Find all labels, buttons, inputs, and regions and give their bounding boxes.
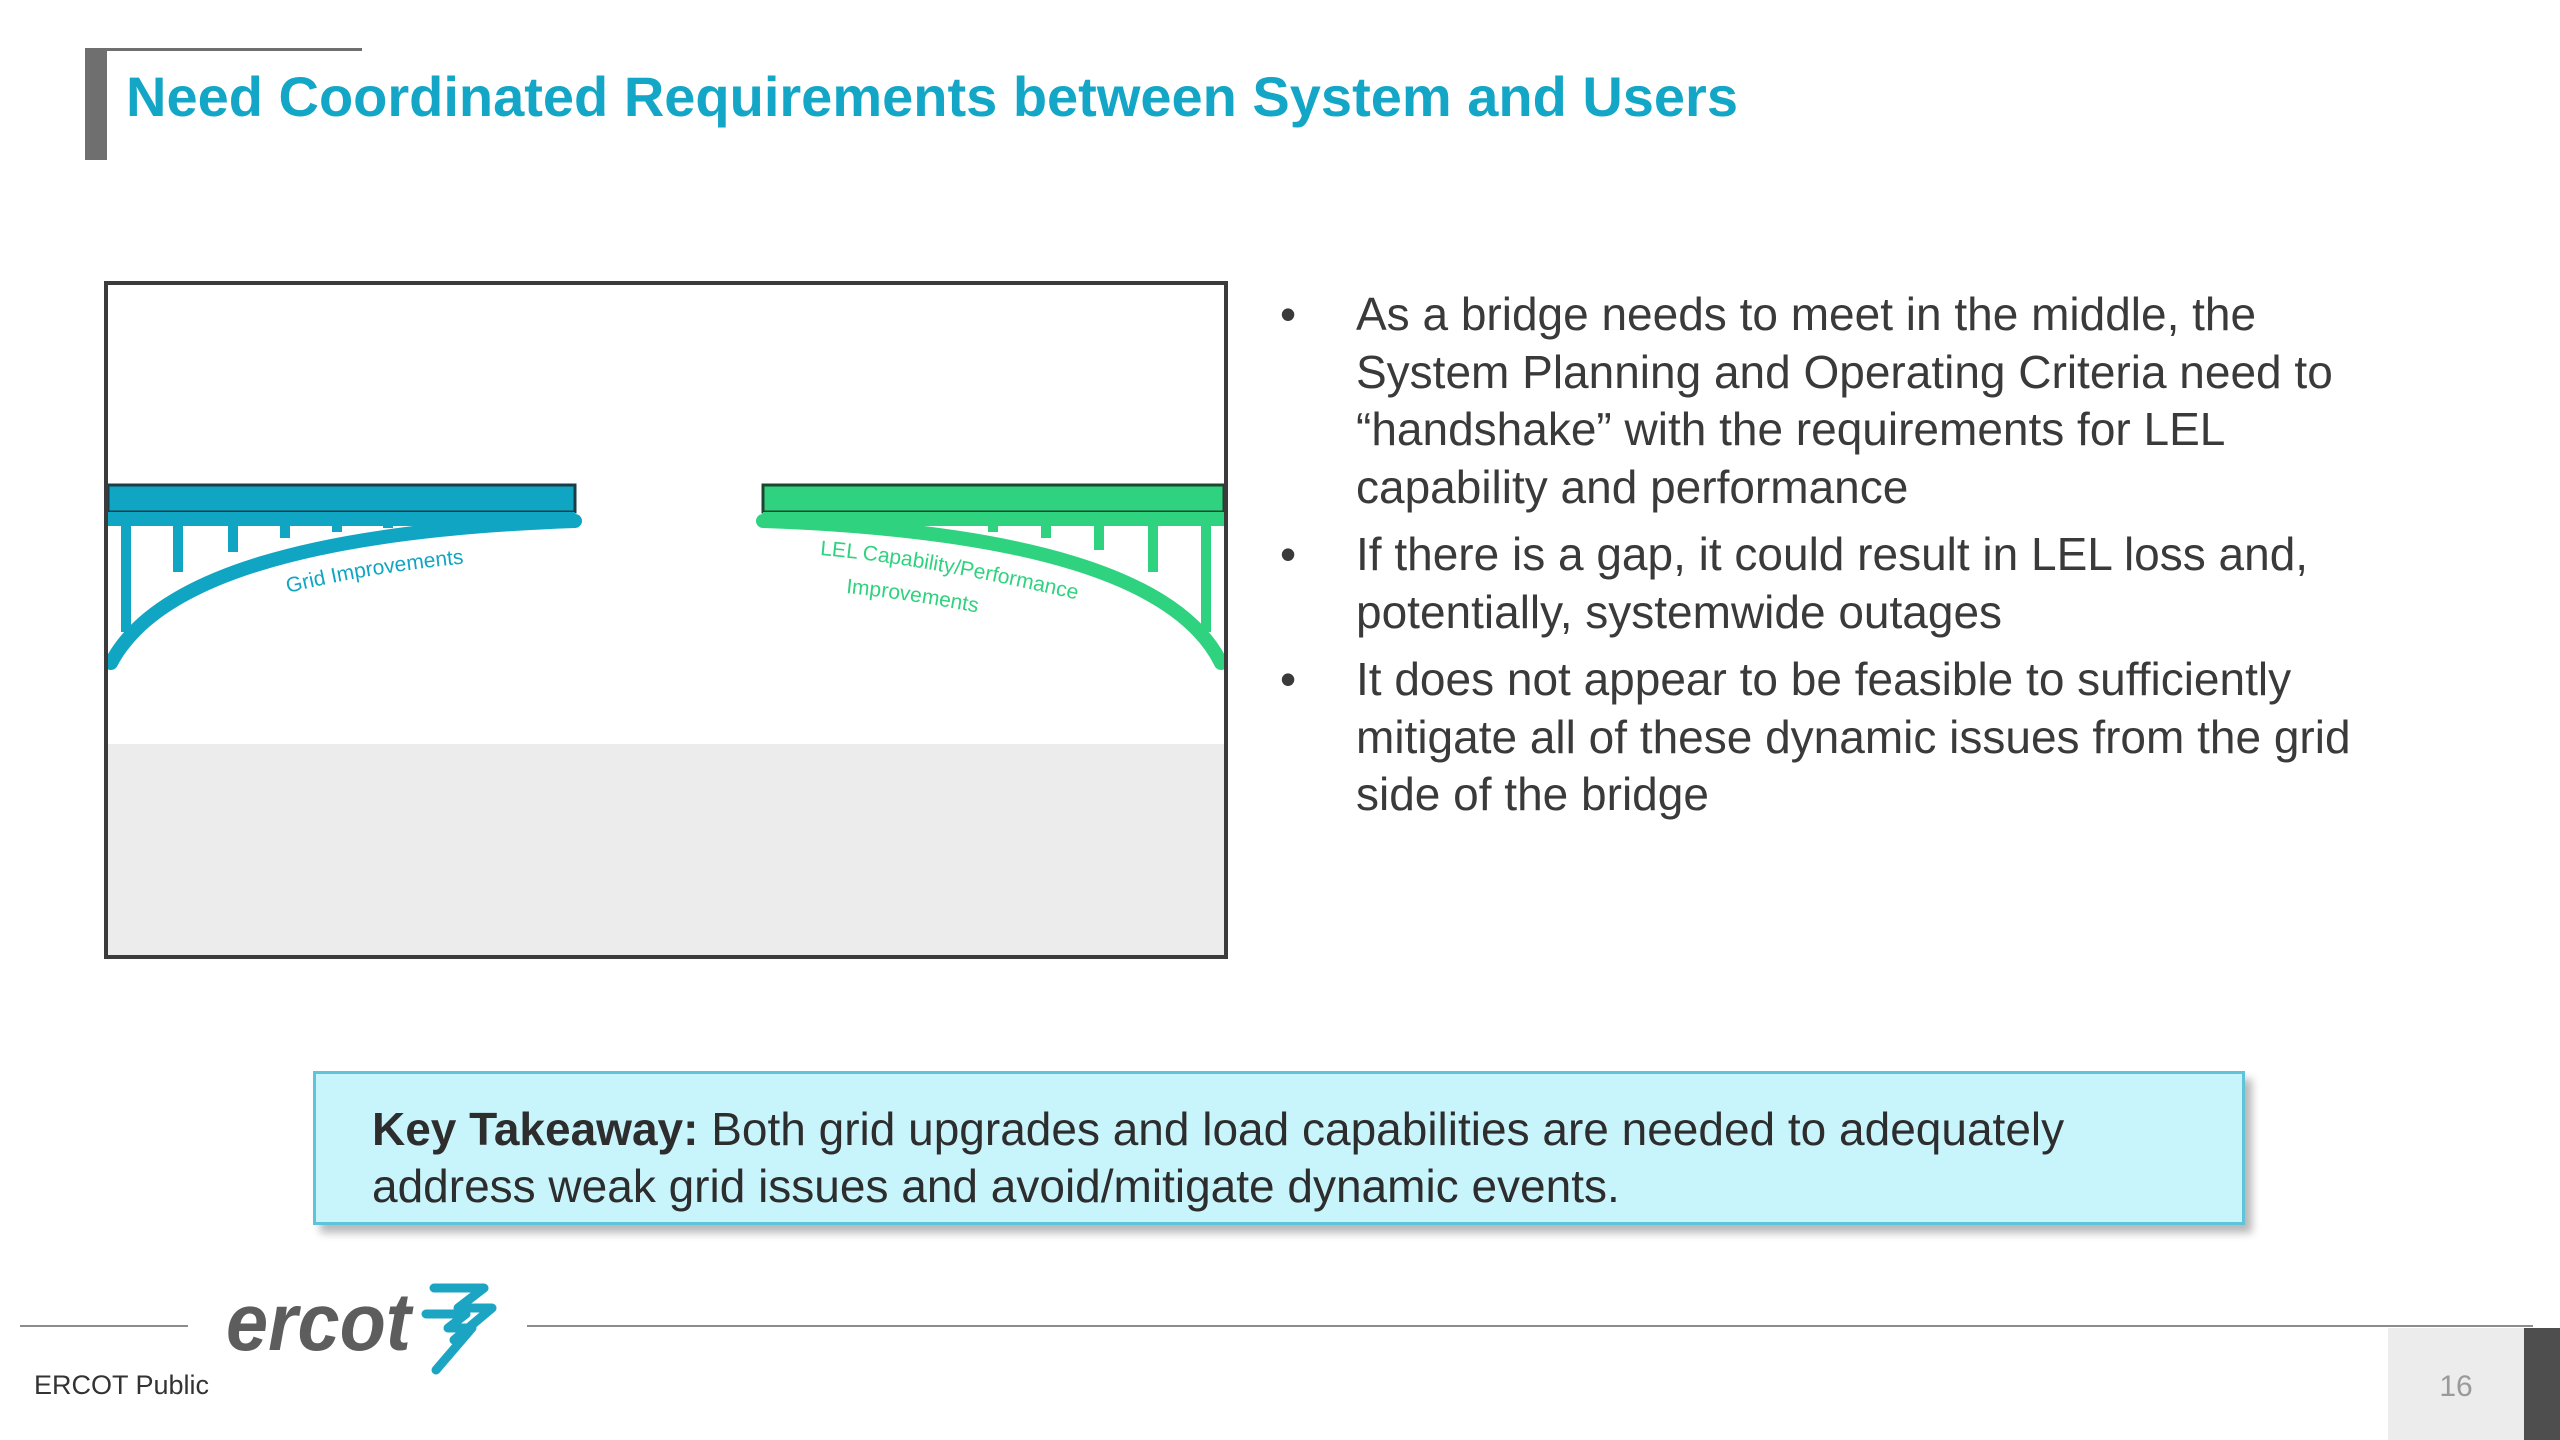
right-bridge-pillar [1148, 512, 1158, 572]
key-takeaway-label: Key Takeaway: [372, 1103, 699, 1155]
bridge-illustration: Grid Improvements LEL Capability/Perform… [108, 483, 1224, 955]
left-bridge-pillar [332, 512, 342, 532]
right-bridge-pillar [1201, 512, 1211, 632]
bullet-list: • As a bridge needs to meet in the middl… [1280, 286, 2370, 834]
title-accent-bar [85, 48, 107, 160]
bullet-text: As a bridge needs to meet in the middle,… [1356, 288, 2333, 513]
left-bridge-pillar [173, 512, 183, 572]
left-bridge-pillar [280, 512, 290, 538]
left-bridge-pillar [228, 512, 238, 552]
bullet-item: • If there is a gap, it could result in … [1280, 526, 2370, 641]
left-bridge-arch [108, 514, 582, 670]
right-bridge-pillar [1041, 512, 1051, 538]
bullet-item: • It does not appear to be feasible to s… [1280, 651, 2370, 824]
lightning-bolt-icon [421, 1283, 497, 1375]
classification-label: ERCOT Public [34, 1370, 210, 1400]
key-takeaway-box: Key Takeaway: Both grid upgrades and loa… [313, 1071, 2245, 1225]
key-takeaway-text: Both grid upgrades and load capabilities… [372, 1103, 2065, 1212]
right-bridge-label-line2: Improvements [845, 575, 980, 617]
footer-divider-right [527, 1325, 2533, 1327]
left-bridge-pillar [383, 512, 393, 528]
right-bridge-arch [756, 514, 1224, 670]
right-bridge-pillar [988, 512, 998, 532]
bullet-item: • As a bridge needs to meet in the middl… [1280, 286, 2370, 516]
slide-title: Need Coordinated Requirements between Sy… [126, 65, 1738, 128]
bridge-diagram: Grid Improvements LEL Capability/Perform… [104, 281, 1228, 959]
page-number: 16 [2439, 1370, 2473, 1403]
ercot-logo: ercot [226, 1277, 497, 1375]
page-edge-bar [2524, 1328, 2560, 1440]
page-number-box [2388, 1328, 2524, 1440]
left-bridge-pillar [121, 512, 131, 632]
footer-divider-left [20, 1325, 188, 1327]
left-bridge-deck [108, 483, 577, 514]
ground-area [108, 744, 1224, 955]
ercot-logo-text: ercot [226, 1277, 414, 1368]
right-bridge-pillar [1094, 512, 1104, 550]
bullet-marker: • [1280, 653, 1297, 705]
bullet-text: It does not appear to be feasible to suf… [1356, 653, 2351, 820]
right-bridge-deck [761, 483, 1224, 514]
title-accent-line [85, 48, 362, 51]
bullet-marker: • [1280, 288, 1297, 340]
right-bridge [756, 483, 1224, 670]
bullet-text: If there is a gap, it could result in LE… [1356, 528, 2309, 638]
left-bridge [108, 483, 582, 670]
bullet-marker: • [1280, 528, 1297, 580]
